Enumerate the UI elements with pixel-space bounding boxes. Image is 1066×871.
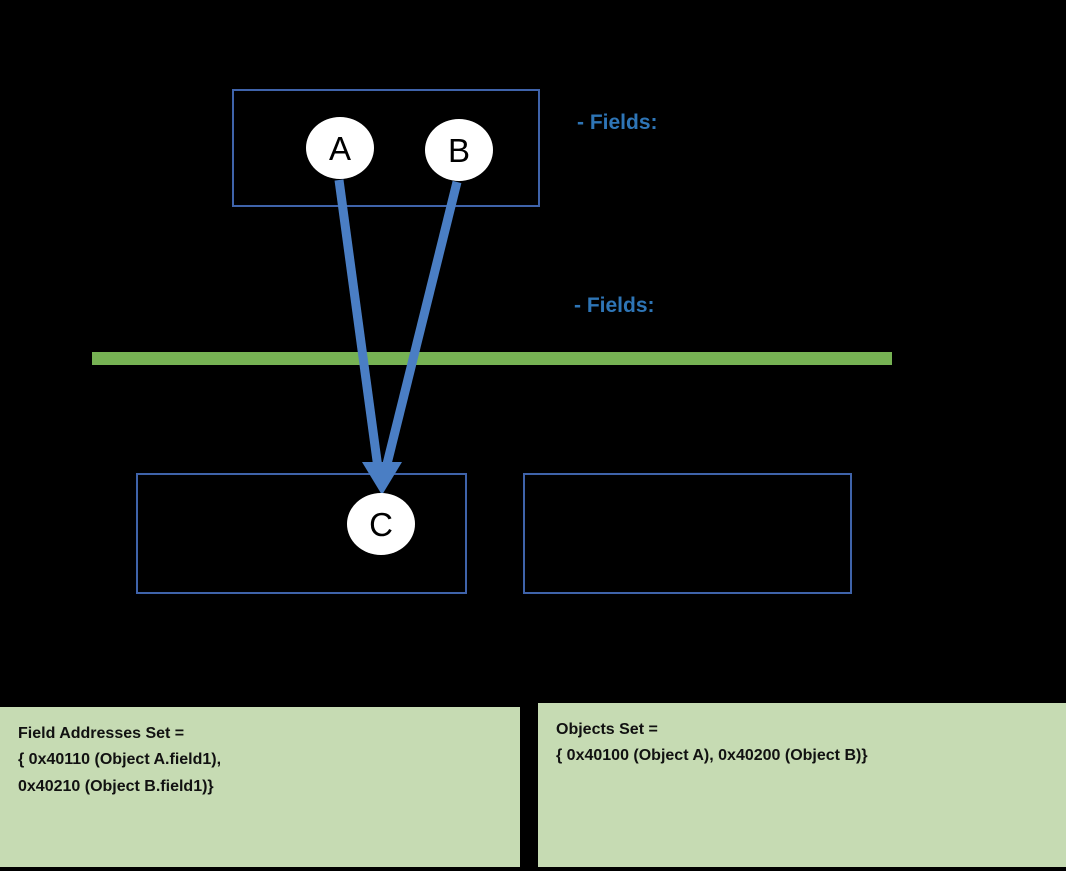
bottom-left-object-region bbox=[136, 473, 467, 594]
top-object-region bbox=[232, 89, 540, 207]
bottom-right-object-region bbox=[523, 473, 852, 594]
node-a[interactable]: A bbox=[306, 117, 374, 179]
fields-label-bottom: - Fields: bbox=[574, 294, 655, 317]
fields-label-top: - Fields: bbox=[577, 111, 658, 134]
node-c-label: C bbox=[369, 505, 393, 543]
field-addresses-set-title: Field Addresses Set = bbox=[18, 725, 185, 742]
node-a-label: A bbox=[328, 129, 351, 167]
node-c[interactable]: C bbox=[347, 493, 415, 555]
objects-set-line2: { 0x40100 (Object A), 0x40200 (Object B)… bbox=[556, 747, 868, 765]
objects-set-title: Objects Set = bbox=[556, 721, 658, 738]
field-addresses-set-line3: 0x40210 (Object B.field1)} bbox=[18, 777, 214, 795]
node-b-label: B bbox=[447, 131, 470, 169]
green-separator-bar bbox=[92, 352, 892, 365]
arrow-a-to-c bbox=[334, 179, 383, 469]
field-addresses-set-line2: { 0x40110 (Object A.field1), bbox=[18, 751, 222, 769]
node-b[interactable]: B bbox=[425, 119, 493, 181]
field-addresses-set-panel: Field Addresses Set = { 0x40110 (Object … bbox=[0, 707, 520, 867]
arrow-b-to-c bbox=[381, 180, 462, 470]
objects-set-panel: Objects Set = { 0x40100 (Object A), 0x40… bbox=[538, 703, 1066, 867]
